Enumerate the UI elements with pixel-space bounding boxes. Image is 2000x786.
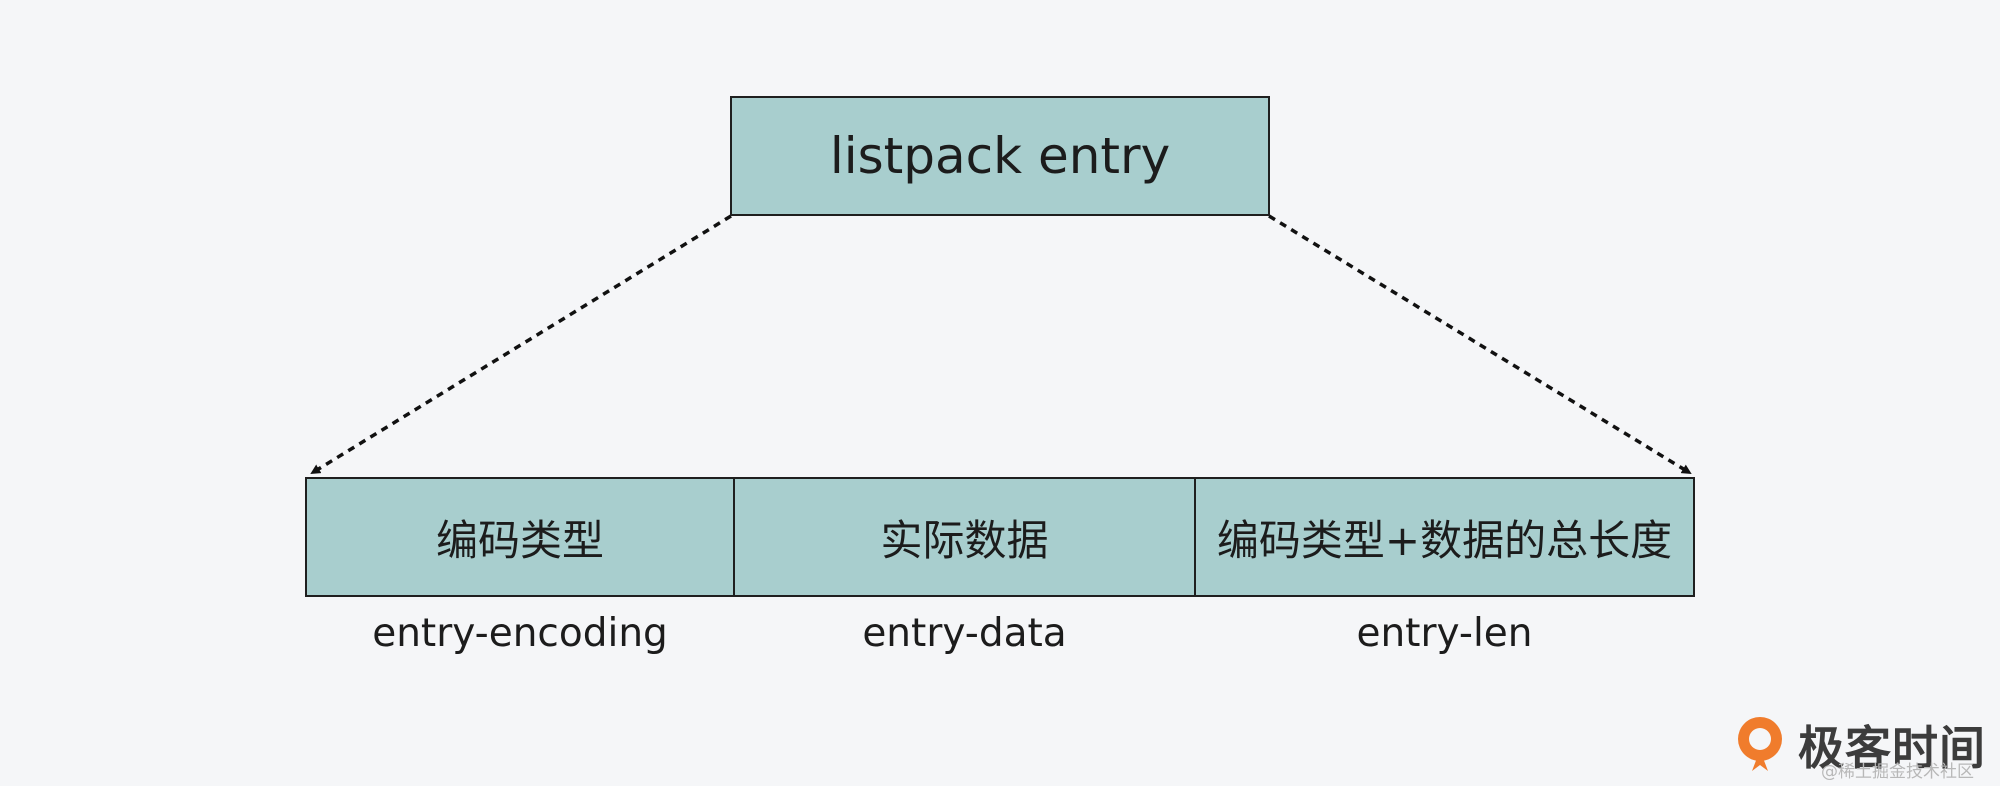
geektime-logo: 极客时间 xyxy=(1732,712,1986,778)
field-label-encoding: 编码类型 xyxy=(435,515,604,565)
field-box-len: 编码类型+数据的总长度 xyxy=(1194,477,1695,597)
field-box-encoding: 编码类型 xyxy=(305,477,735,597)
field-label-len: 编码类型+数据的总长度 xyxy=(1216,515,1673,565)
field-box-data: 实际数据 xyxy=(733,477,1196,597)
right-dashed-arrow xyxy=(1268,214,1692,475)
geektime-logo-text: 极客时间 xyxy=(1798,721,1986,775)
field-name-encoding: entry-encoding xyxy=(372,610,668,656)
field-label-data: 实际数据 xyxy=(880,515,1049,565)
field-name-data: entry-data xyxy=(862,610,1067,656)
geektime-logo-icon xyxy=(1738,717,1782,771)
juejin-watermark: @稀土掘金技术社区 xyxy=(1821,762,1974,782)
field-name-len: entry-len xyxy=(1356,610,1533,656)
listpack-entry-box: listpack entry xyxy=(730,96,1270,216)
listpack-entry-title: listpack entry xyxy=(829,127,1171,185)
left-dashed-arrow xyxy=(310,214,732,475)
